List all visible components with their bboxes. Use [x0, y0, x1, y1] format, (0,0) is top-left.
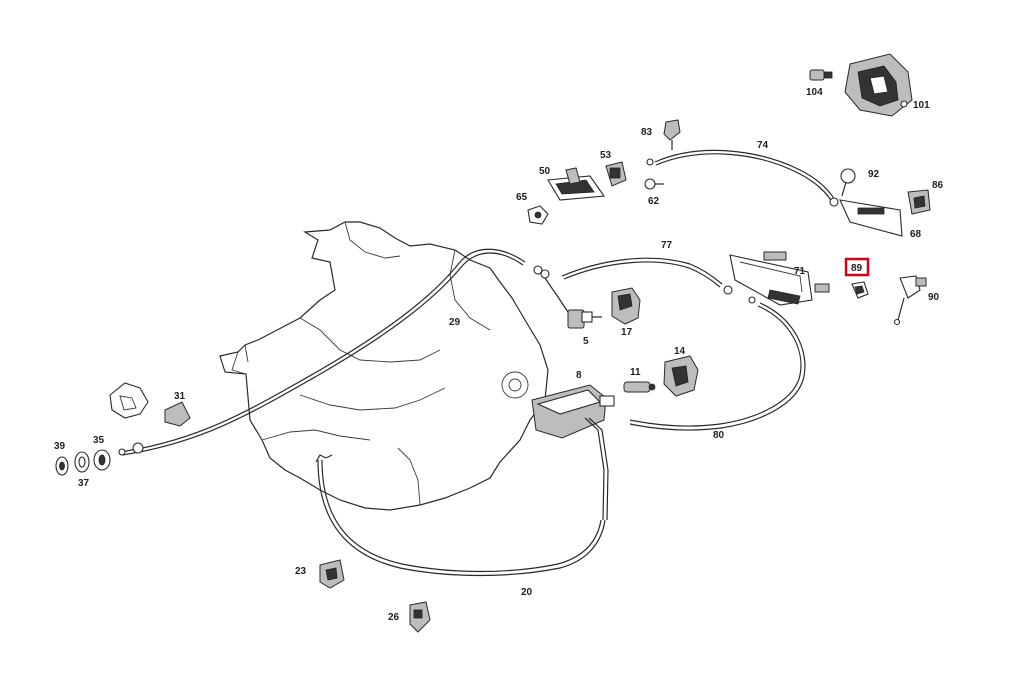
label-8: 8 [576, 370, 582, 381]
label-80: 80 [713, 430, 725, 441]
label-77: 77 [661, 240, 673, 251]
part-92 [840, 168, 856, 197]
label-23: 23 [295, 566, 307, 577]
label-20: 20 [521, 587, 533, 598]
label-31: 31 [174, 391, 186, 402]
label-39: 39 [54, 441, 66, 452]
part-26 [409, 601, 431, 633]
label-71: 71 [794, 266, 806, 277]
label-104: 104 [806, 87, 823, 98]
label-11: 11 [630, 367, 641, 378]
label-14: 14 [674, 346, 686, 357]
label-5: 5 [583, 336, 589, 347]
label-37: 37 [78, 478, 90, 489]
label-74: 74 [757, 140, 769, 151]
label-86: 86 [932, 180, 944, 191]
part-50-assembly [527, 167, 605, 225]
cable-20 [315, 454, 606, 577]
label-65: 65 [516, 192, 528, 203]
label-62: 62 [648, 196, 660, 207]
part-86 [907, 189, 931, 215]
label-35: 35 [93, 435, 105, 446]
bracket-71 [729, 251, 830, 306]
part-89 [851, 281, 869, 299]
cable-74 [646, 149, 836, 203]
label-17: 17 [621, 327, 633, 338]
label-101: 101 [913, 100, 930, 111]
label-53: 53 [600, 150, 612, 161]
lever-5 [544, 277, 602, 329]
transmission-housing [219, 221, 549, 511]
part-90 [893, 275, 927, 326]
cable-80 [629, 302, 806, 431]
label-50: 50 [539, 166, 551, 177]
part-labels: 104 101 83 74 92 86 50 53 65 62 68 77 71… [54, 87, 944, 623]
label-68: 68 [910, 229, 922, 240]
label-92: 92 [868, 169, 880, 180]
part-104 [809, 69, 833, 81]
cable-77 [561, 257, 733, 295]
part-53 [605, 161, 627, 187]
part-62 [644, 178, 664, 190]
left-cluster [55, 382, 191, 476]
actuator-8 [531, 384, 615, 521]
label-83: 83 [641, 127, 653, 138]
label-26: 26 [388, 612, 400, 623]
part-14 [663, 355, 699, 397]
part-101 [844, 53, 913, 117]
part-23 [319, 559, 345, 589]
label-90: 90 [928, 292, 940, 303]
label-29: 29 [449, 317, 461, 328]
highlight-box-89 [844, 257, 870, 277]
label-89: 89 [851, 263, 863, 274]
bracket-68 [829, 197, 903, 237]
cable-29 [119, 248, 550, 456]
part-83 [663, 119, 681, 150]
bracket-17 [611, 287, 641, 325]
part-11 [623, 381, 656, 393]
